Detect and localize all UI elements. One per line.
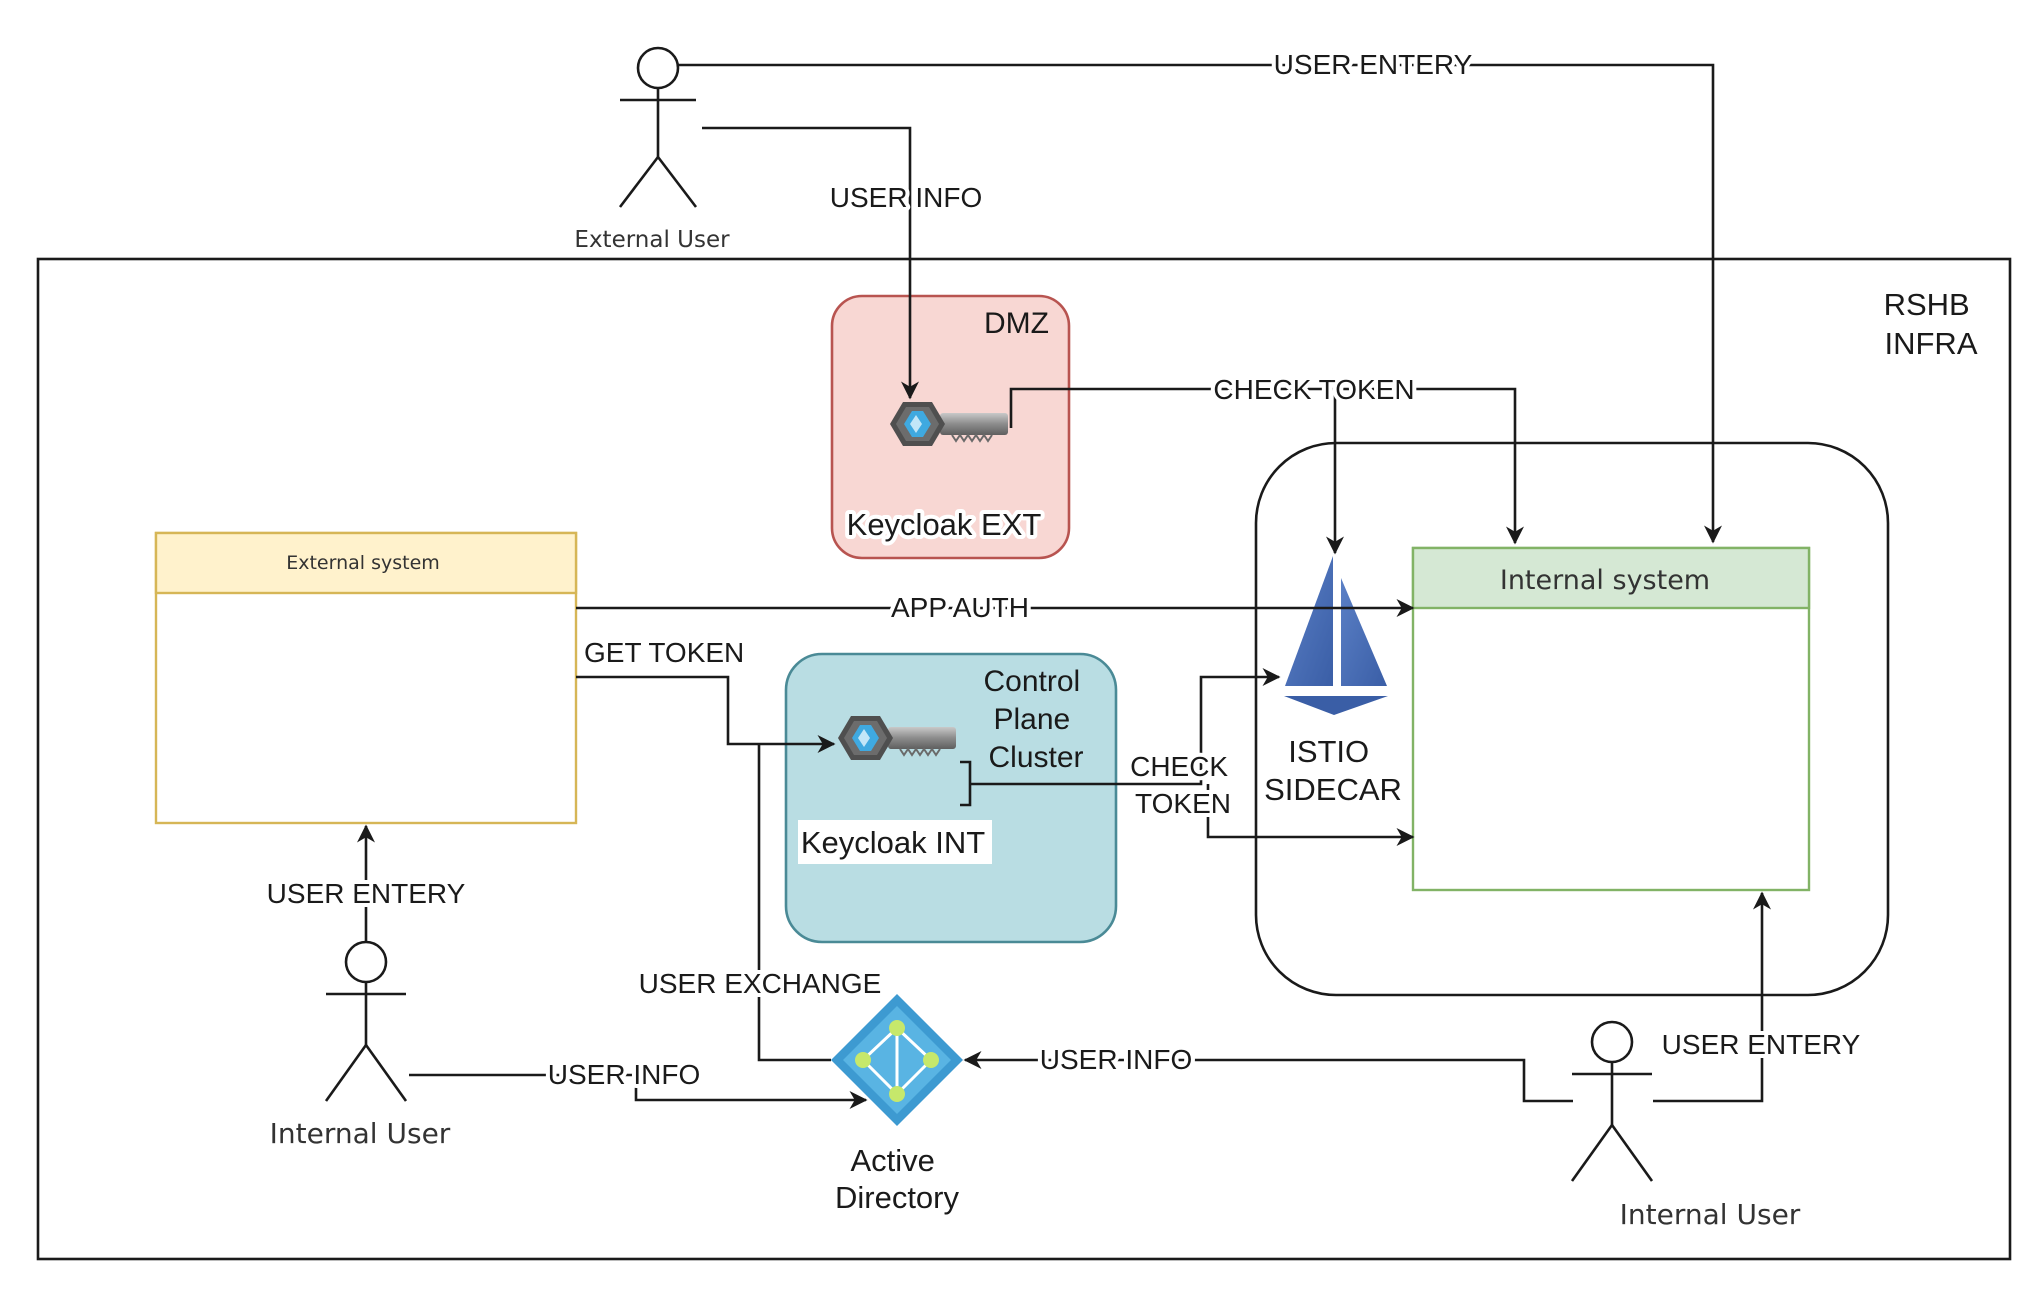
external-user-label-bg	[484, 224, 830, 256]
edge-user-exchange-label: USER EXCHANGE	[639, 968, 882, 999]
keycloak-ext-label: Keycloak EXT	[847, 507, 1042, 542]
edge-get-token-label: GET TOKEN	[584, 637, 744, 668]
edge-user-entery-top-label: USER ENTERY	[1274, 49, 1473, 80]
external-user-label: External User	[574, 227, 730, 253]
keycloak-int-label-bg	[798, 820, 992, 864]
keycloak-int-icon[interactable]	[838, 716, 956, 760]
istio-sail-icon[interactable]	[1284, 556, 1388, 715]
control-plane-cluster-zone[interactable]: Control Plane Cluster	[784, 652, 1118, 944]
edge-user-info-right	[963, 1051, 1573, 1103]
edge-user-exchange	[757, 744, 831, 1062]
control-plane-label: Control Plane Cluster	[983, 665, 1088, 774]
internal-system[interactable]: Internal system	[1411, 546, 1811, 892]
rshb-infra-boundary: RSHB INFRA	[36, 257, 2012, 1261]
edge-user-info-top-label: USER INFO	[830, 182, 982, 213]
external-system-header: External system	[286, 552, 440, 574]
edge-check-token-top	[1009, 387, 1524, 545]
internal-user-left-actor[interactable]	[324, 940, 408, 1102]
edge-check-token-top-label: CHECK TOKEN	[1213, 374, 1414, 405]
keycloak-int-label: Keycloak INT	[801, 825, 985, 860]
active-directory-icon[interactable]	[831, 994, 963, 1126]
external-user-actor[interactable]	[618, 46, 698, 208]
edge-user-info-right-label: USER INFO	[1040, 1044, 1192, 1075]
edge-user-info-left-label: USER INFO	[548, 1059, 700, 1090]
edge-check-token-mid-b	[1206, 784, 1415, 846]
edge-user-entery-top	[678, 63, 1722, 544]
edge-user-entery-left-label: USER ENTERY	[267, 878, 466, 909]
service-mesh-boundary	[1254, 441, 1890, 997]
keycloak-ext-icon[interactable]	[890, 402, 1008, 446]
active-directory-label: Active Directory	[835, 1143, 960, 1215]
edge-check-token-mid-label: CHECK TOKEN	[1130, 751, 1236, 819]
edge-user-info-left	[409, 1073, 868, 1109]
external-system[interactable]: External system	[154, 531, 578, 825]
internal-user-right-actor[interactable]	[1570, 1020, 1654, 1182]
edge-user-entery-right	[1653, 891, 1771, 1103]
internal-user-left-label: Internal User	[270, 1117, 451, 1150]
dmz-label: DMZ	[984, 307, 1049, 340]
rshb-infra-label: RSHB INFRA	[1884, 287, 1979, 361]
istio-sidecar-label: ISTIO SIDECAR	[1264, 734, 1402, 807]
internal-system-header: Internal system	[1500, 565, 1710, 596]
internal-user-right-label: Internal User	[1620, 1198, 1801, 1231]
edge-user-info-top	[702, 126, 919, 400]
edge-user-entery-right-label: USER ENTERY	[1662, 1029, 1861, 1060]
edge-get-token	[576, 675, 836, 753]
edge-app-auth-label: APP AUTH	[891, 592, 1029, 623]
edge-check-token-mid-a	[970, 668, 1281, 786]
